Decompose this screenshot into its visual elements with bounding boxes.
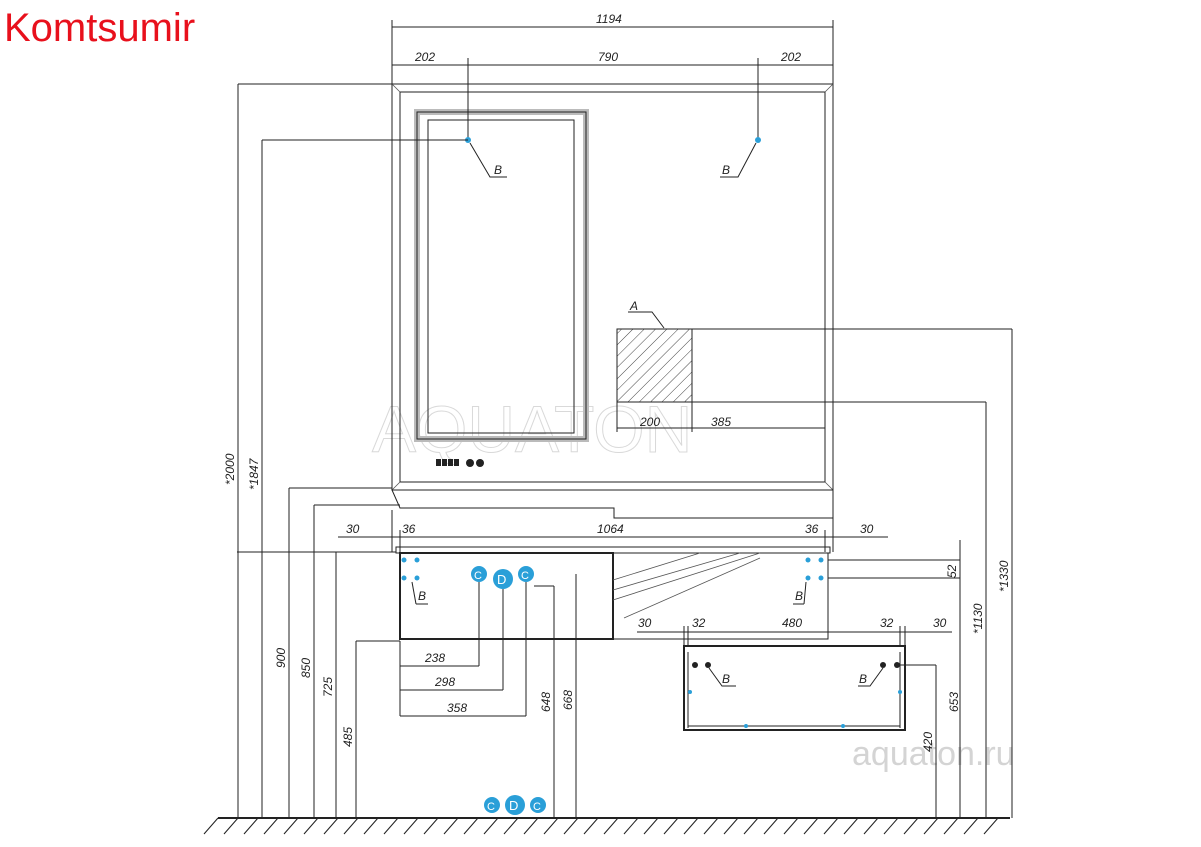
dim-1330: *1330: [997, 560, 1011, 592]
vanity-cabinet: [399, 552, 829, 640]
label-b-2: B: [722, 163, 730, 177]
watermark-aquaton: AQUATON: [372, 392, 692, 466]
floor-line: [203, 817, 1010, 835]
dim-420: 420: [921, 732, 935, 752]
drawer-width-dimensions: [637, 626, 952, 646]
dim-480: 480: [782, 616, 802, 630]
dim-1064: 1064: [597, 522, 624, 536]
dim-485: 485: [341, 727, 355, 747]
label-b-1: B: [494, 163, 502, 177]
top-dimensions: [391, 20, 834, 140]
dim-36-right: 36: [805, 522, 819, 536]
label-d-1: D: [497, 572, 506, 587]
mirror-shelf: [391, 489, 834, 519]
dim-1847: *1847: [247, 457, 261, 490]
dim-30-drawer-right: 30: [933, 616, 947, 630]
label-c-2: C: [521, 570, 529, 582]
dim-202-right: 202: [780, 50, 801, 64]
label-b-3: B: [418, 589, 426, 603]
dim-653: 653: [947, 692, 961, 712]
control-buttons: [436, 459, 484, 467]
label-b-4: B: [795, 589, 803, 603]
dim-358: 358: [447, 701, 467, 715]
label-a: A: [629, 299, 638, 313]
mount-point-b2: [755, 137, 761, 143]
dim-52: 52: [945, 564, 959, 578]
vanity-width-dimensions: [338, 510, 888, 552]
dim-36-left: 36: [402, 522, 416, 536]
label-b-5: B: [722, 672, 730, 686]
label-c-4: C: [533, 801, 541, 813]
dim-30-left: 30: [346, 522, 360, 536]
drawer-mount-points: [688, 662, 902, 728]
drawer-cabinet: [683, 645, 906, 731]
label-c-3: C: [487, 801, 495, 813]
dim-32-drawer-right: 32: [880, 616, 894, 630]
dim-2000: *2000: [223, 453, 237, 485]
mirror-door: [414, 109, 589, 442]
dim-1194: 1194: [596, 12, 622, 26]
dim-1130: *1130: [971, 603, 985, 634]
pipe-points-top: [471, 566, 534, 589]
dim-850: 850: [299, 658, 313, 678]
pipe-dimensions: [399, 574, 577, 818]
dim-900: 900: [274, 648, 288, 668]
dim-648: 648: [539, 692, 553, 712]
label-d-2: D: [509, 798, 518, 813]
vanity-mount-points: [401, 557, 824, 581]
left-dimensions: [237, 83, 468, 818]
pipe-points-floor: [484, 795, 546, 815]
dim-725: 725: [321, 677, 335, 697]
watermark-url: aquaton.ru: [852, 735, 1015, 773]
dim-202-left: 202: [414, 50, 435, 64]
socket-area-a: [616, 328, 693, 403]
dim-32-drawer-left: 32: [692, 616, 706, 630]
dim-385: 385: [711, 415, 731, 429]
label-b-6: B: [859, 672, 867, 686]
brand-logo-text: Komtsumir: [4, 6, 196, 50]
dim-790: 790: [598, 50, 618, 64]
dim-668: 668: [561, 690, 575, 710]
label-c-1: C: [474, 570, 482, 582]
dim-200: 200: [639, 415, 660, 429]
dim-298: 298: [434, 675, 455, 689]
right-dimensions: [692, 328, 1013, 818]
dim-30-drawer-left: 30: [638, 616, 652, 630]
dim-30-right: 30: [860, 522, 874, 536]
dim-238: 238: [424, 651, 445, 665]
